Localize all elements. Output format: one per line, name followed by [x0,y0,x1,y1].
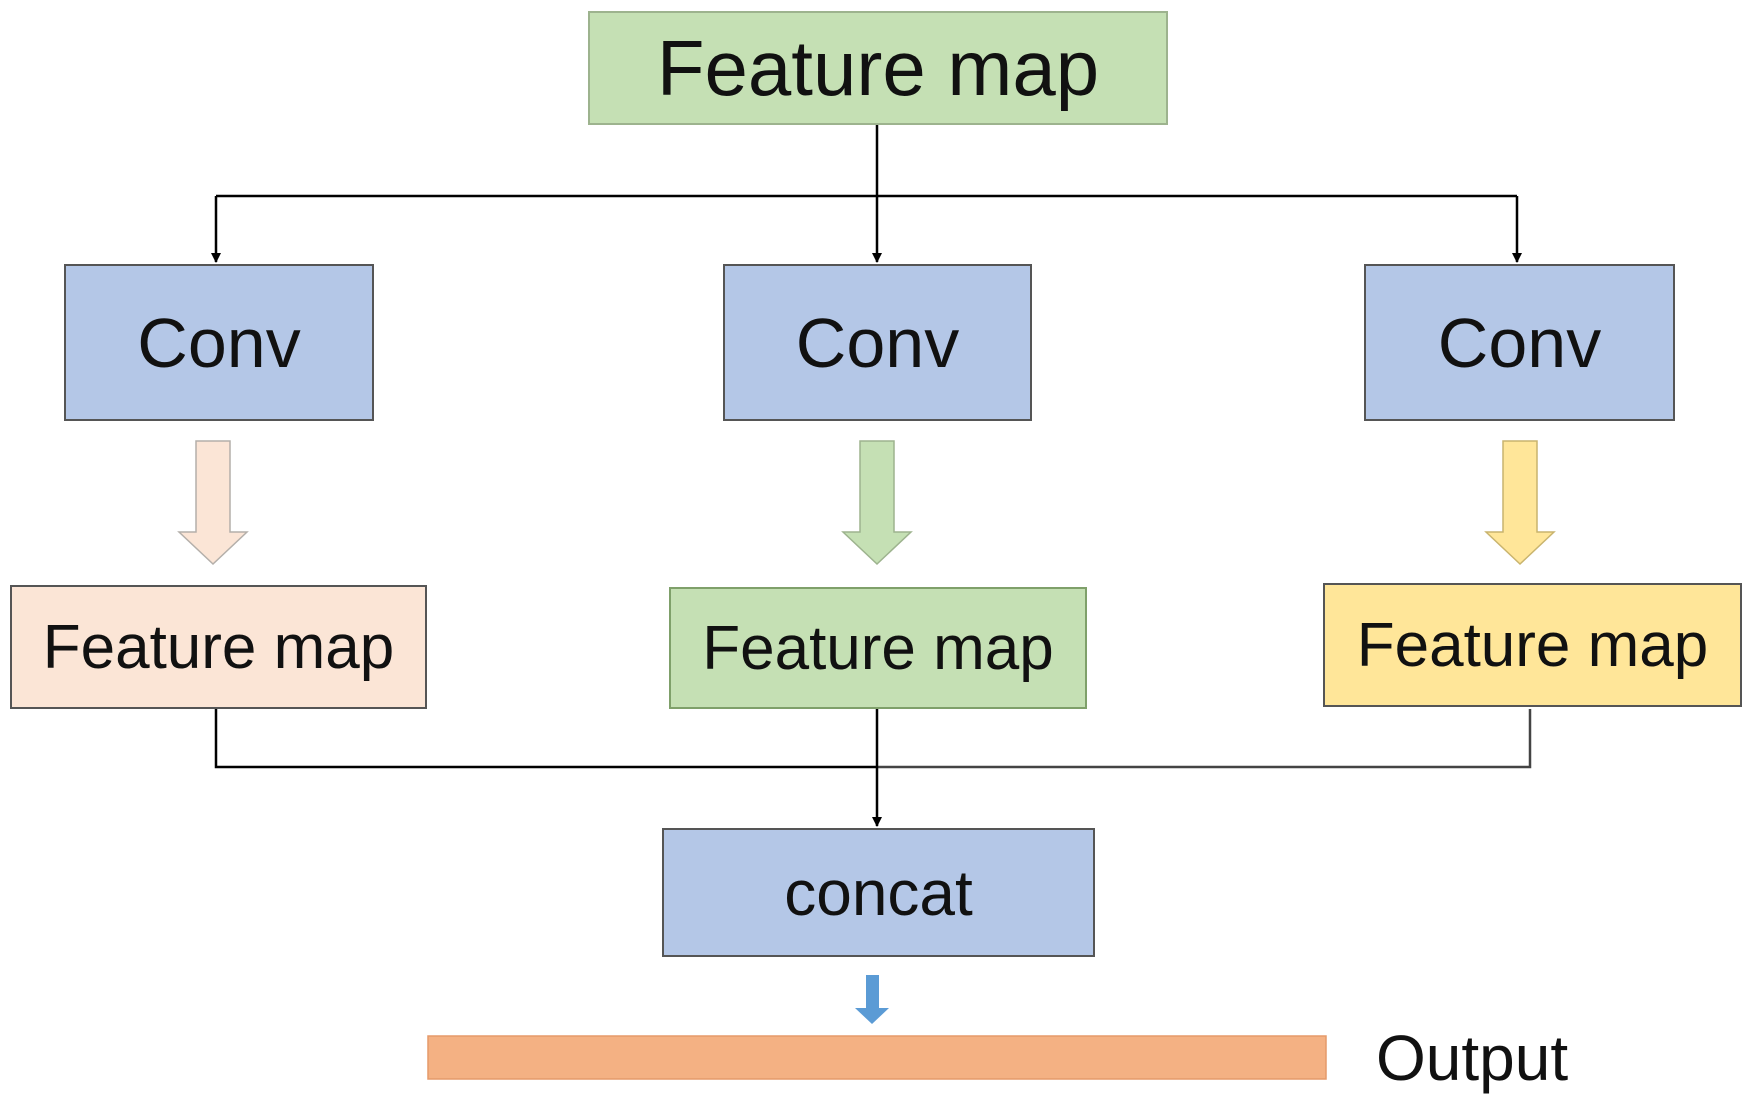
conv-label-middle: Conv [795,303,960,382]
block-arrow-right [1484,440,1556,566]
feature-map-box-right: Feature map [1323,583,1742,707]
feature-map-label-middle: Feature map [702,613,1054,683]
conv-box-left: Conv [64,264,374,421]
concat-box: concat [662,828,1095,957]
output-label: Output [1376,1022,1569,1094]
conv-label-right: Conv [1437,303,1602,382]
output-bar [427,1035,1327,1080]
output-arrow [855,975,889,1024]
concat-label: concat [784,856,973,929]
connector-merge-left [214,709,877,769]
conv-label-left: Conv [137,303,301,382]
feature-map-label-right: Feature map [1356,610,1709,680]
conv-box-right: Conv [1364,264,1675,421]
feature-map-label-left: Feature map [42,612,395,682]
feature-map-box-middle: Feature map [669,587,1087,709]
input-feature-map-box: Feature map [588,11,1168,125]
connector-merge-right [877,709,1532,769]
input-feature-map-label: Feature map [656,23,1100,112]
block-arrow-middle [841,440,913,566]
feature-map-box-left: Feature map [10,585,427,709]
block-arrow-left [177,440,249,566]
conv-box-middle: Conv [723,264,1032,421]
